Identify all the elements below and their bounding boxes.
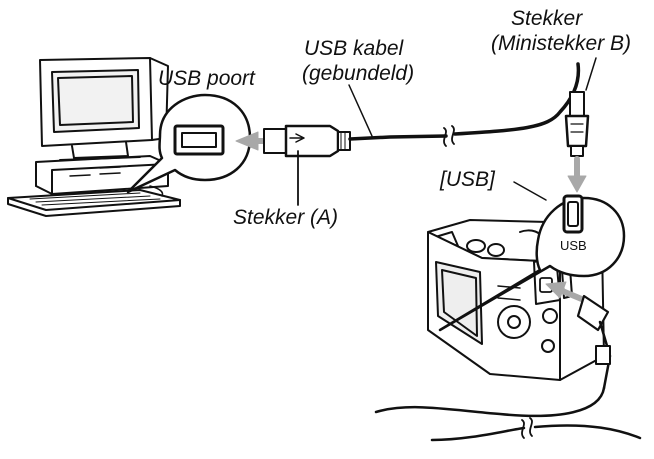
arrow-icon (567, 156, 587, 193)
stekker-b-label-line2: (Ministekker B) (491, 32, 632, 55)
stekker-b-label-line1: Stekker (511, 7, 583, 30)
usb-port-callout (126, 93, 252, 194)
usb-port-icon (562, 194, 584, 234)
usb-port-icon (173, 124, 225, 156)
usb-cable (348, 62, 581, 147)
camera-usb-port-label: USB (560, 238, 587, 253)
stekker-a-label: Stekker (A) (233, 206, 339, 229)
usb-mini-plug-b-icon (564, 57, 597, 157)
usb-cable-label-line2: (gebundeld) (302, 62, 415, 85)
usb-plug-a-icon (263, 124, 351, 158)
usb-poort-label: USB poort (158, 67, 255, 90)
camera-usb-callout (438, 181, 626, 332)
usb-bracket-label: [USB] (440, 168, 495, 191)
computer-icon (7, 57, 181, 217)
usb-cable-label-line1: USB kabel (304, 37, 404, 60)
power-cable (374, 281, 642, 442)
